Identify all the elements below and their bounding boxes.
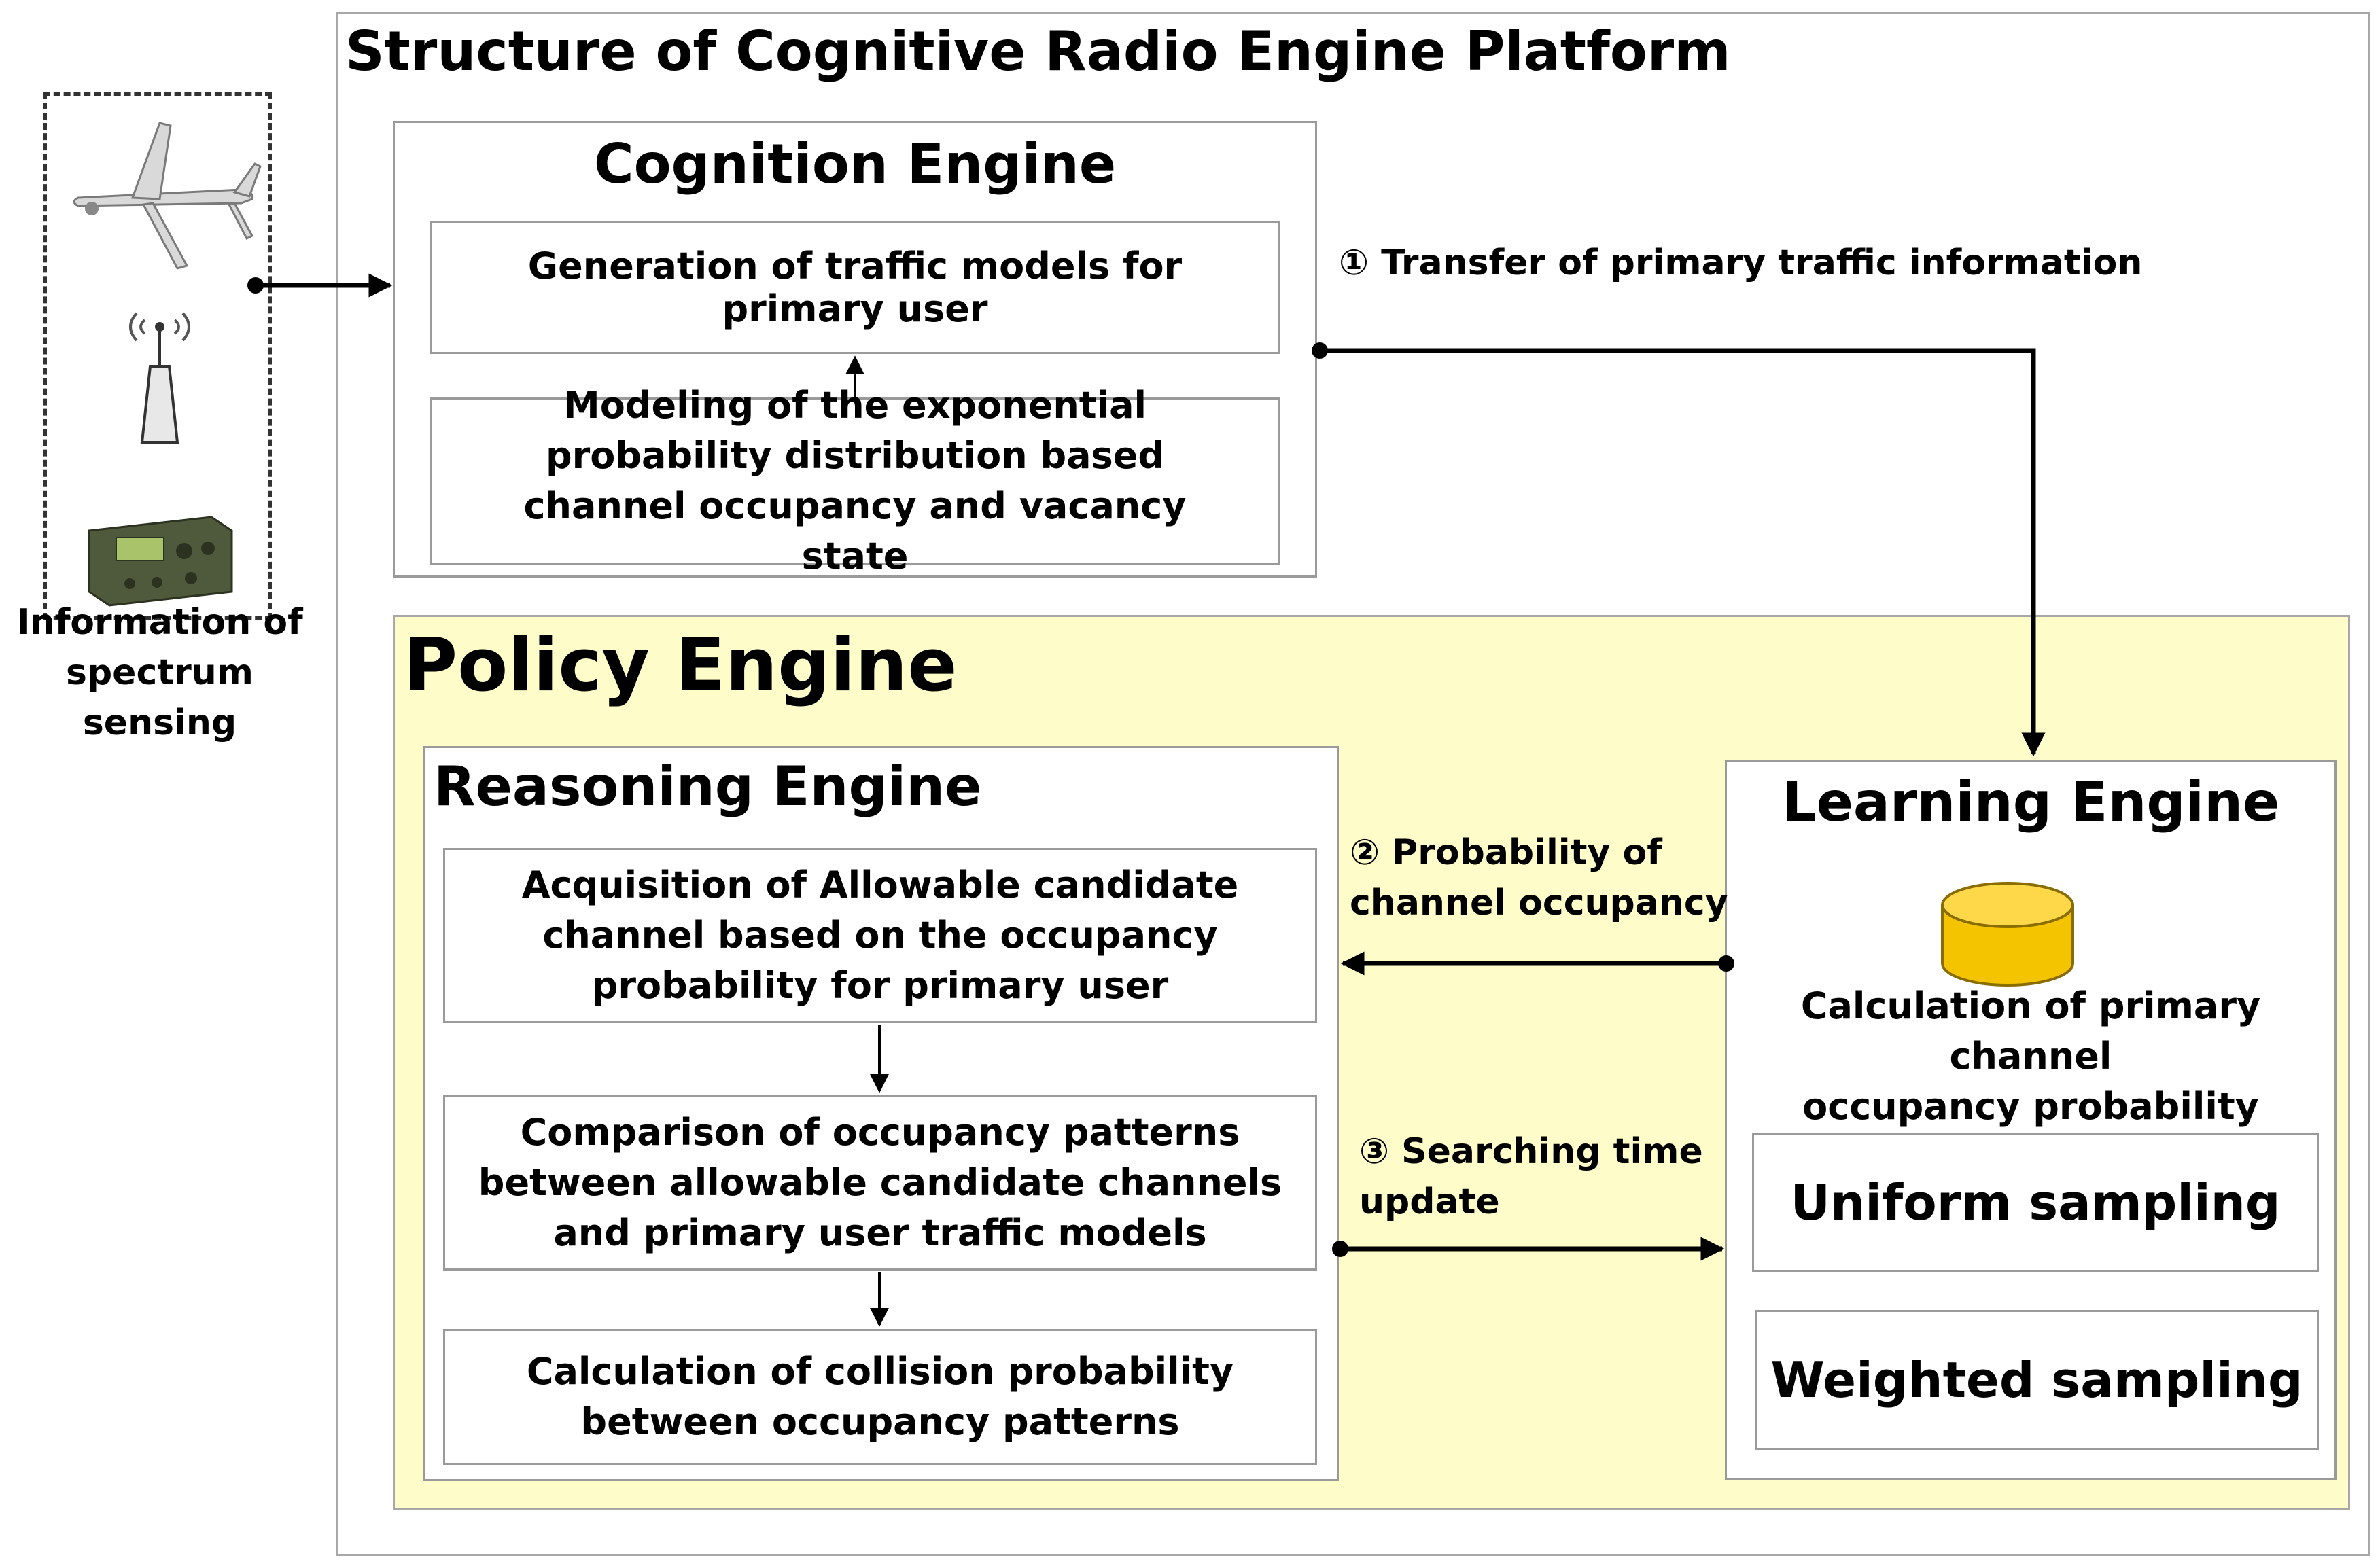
candidate-channel-acquisition-box: Acquisition of Allowable candidate chann…: [443, 848, 1317, 1023]
database-icon: [1941, 882, 2074, 987]
probability-arrow: [1340, 951, 1734, 976]
uav-icon: [73, 122, 262, 270]
sensing-sources-box: [43, 92, 272, 620]
probability-flow-label: ② Probability of channel occupancy: [1350, 828, 1728, 928]
searching-flow-label: ③ Searching time update: [1359, 1126, 1703, 1227]
searching-label-line2: update: [1359, 1182, 1500, 1222]
occupancy-pattern-comparison-box: Comparison of occupancy patterns between…: [443, 1095, 1317, 1271]
probability-label-line2: channel occupancy: [1350, 883, 1728, 923]
weighted-sampling-box: Weighted sampling: [1755, 1310, 2319, 1450]
transfer-arrow: [1312, 342, 2046, 757]
transfer-flow-label: ① Transfer of primary traffic informatio…: [1339, 243, 2143, 283]
sensing-caption-line2: spectrum sensing: [66, 652, 253, 743]
probability-label-line1: ② Probability of: [1350, 832, 1662, 873]
searching-label-line1: ③ Searching time: [1359, 1131, 1703, 1172]
learning-engine-title: Learning Engine: [1781, 770, 2280, 834]
platform-title: Structure of Cognitive Radio Engine Plat…: [345, 20, 1731, 83]
sensing-caption: Information of spectrum sensing: [0, 602, 319, 743]
traffic-model-generation-box: Generation of traffic models for primary…: [430, 221, 1280, 354]
cognition-engine-title: Cognition Engine: [593, 132, 1117, 196]
uniform-sampling-box: Uniform sampling: [1752, 1133, 2319, 1272]
antenna-tower-icon: [129, 312, 190, 444]
reasoning-engine-title: Reasoning Engine: [434, 755, 982, 818]
calculation-line1: Calculation of primary channel: [1800, 984, 2261, 1078]
occupancy-probability-calculation: Calculation of primary channel occupancy…: [1725, 984, 2337, 1128]
policy-engine-title: Policy Engine: [404, 623, 958, 708]
sensing-to-cognition-arrow: [247, 273, 393, 298]
platform-frame: [336, 12, 2370, 1556]
sensing-caption-line1: Information of: [16, 602, 303, 643]
military-radio-icon: [88, 516, 233, 607]
searching-arrow: [1332, 1237, 1725, 1261]
calculation-line2: occupancy probability: [1802, 1085, 2259, 1128]
collision-probability-box: Calculation of collision probability bet…: [443, 1329, 1317, 1465]
